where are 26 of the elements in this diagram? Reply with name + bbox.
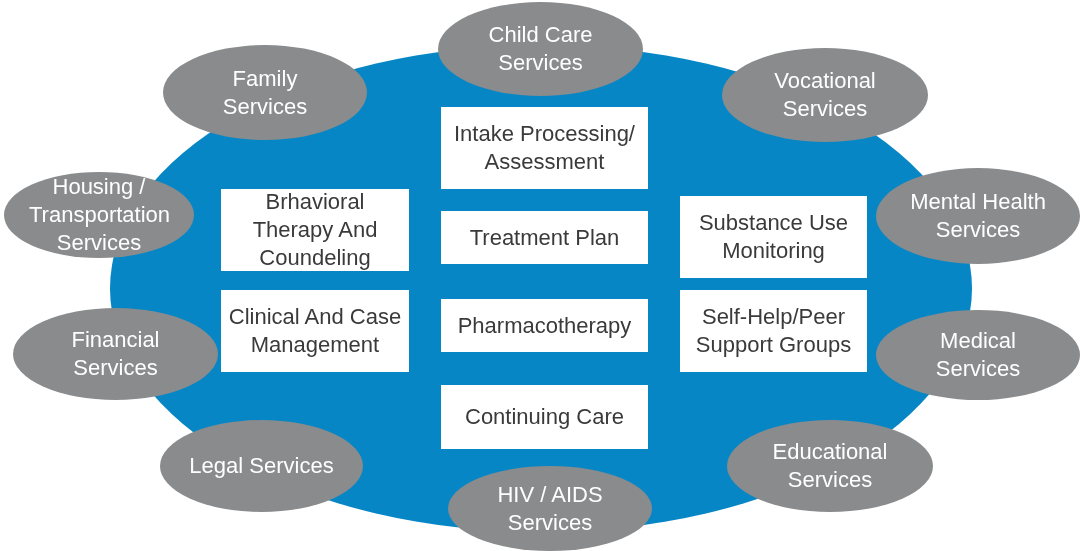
program-box xyxy=(680,290,867,372)
program-box xyxy=(221,290,409,372)
service-label: Educational Services xyxy=(771,438,889,494)
program-box xyxy=(221,189,409,271)
service-label: Vocational Services xyxy=(773,67,877,123)
program-box xyxy=(441,385,648,449)
program-label: Continuing Care xyxy=(465,403,624,431)
service-label: Legal Services xyxy=(189,452,334,480)
program-label: Clinical And Case Management xyxy=(227,303,403,359)
program-label: Brhavioral Therapy And Coundeling xyxy=(251,188,379,272)
service-label: HIV / AIDS Services xyxy=(496,480,604,537)
program-box xyxy=(680,196,867,278)
program-label: Treatment Plan xyxy=(469,223,620,252)
program-label: Pharmacotherapy xyxy=(457,311,632,340)
service-label: Housing / Transportation Services xyxy=(29,173,169,257)
program-box xyxy=(441,107,648,189)
service-label: Medical Services xyxy=(934,327,1022,383)
program-box xyxy=(441,211,648,264)
service-label: Financial Services xyxy=(70,326,161,382)
service-label: Mental Health Services xyxy=(909,188,1047,244)
service-label: Family Services xyxy=(221,64,309,121)
service-label: Child Care Services xyxy=(487,21,594,77)
program-label: Substance Use Monitoring xyxy=(697,209,850,265)
program-label: Self-Help/Peer Support Groups xyxy=(694,303,853,359)
program-box xyxy=(441,299,648,352)
program-label: Intake Processing/ Assessment xyxy=(453,120,636,176)
